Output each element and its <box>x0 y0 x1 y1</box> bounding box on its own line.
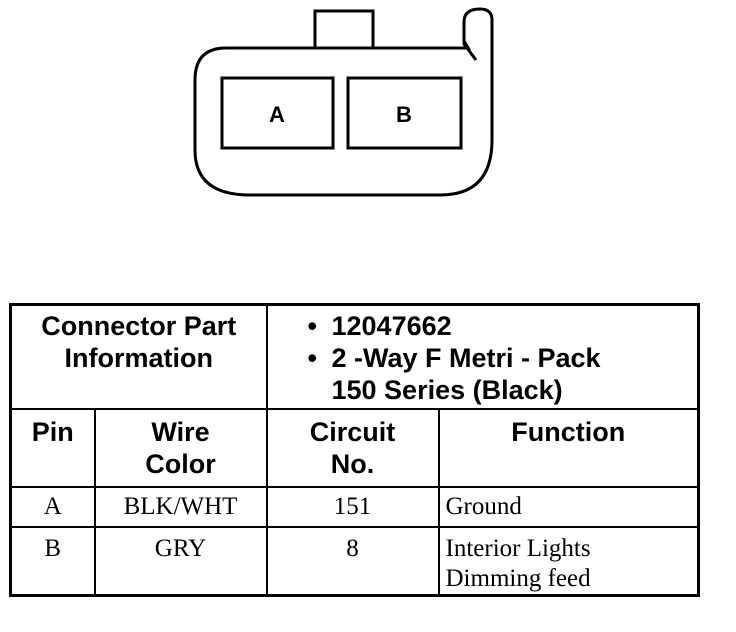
column-header-circuit-line1: Circuit <box>309 416 396 447</box>
part-description: • 2 -Way F Metri - Pack <box>308 342 698 374</box>
table-row: A BLK/WHT 151 Ground <box>9 485 700 528</box>
column-header-wire-color: Wire Color <box>93 407 268 488</box>
cavity-b-label: B <box>396 102 412 127</box>
connector-top-latch <box>313 9 375 48</box>
wire-color-cell: GRY <box>93 525 268 596</box>
bullet-icon: • <box>307 311 317 341</box>
part-number: • 12047662 <box>308 310 698 342</box>
connector-info-table: Connector Part Information • 12047662 • 2 … <box>9 303 701 597</box>
column-header-wire-color-line2: Color <box>145 448 216 479</box>
column-header-circuit-line2: No. <box>330 448 375 479</box>
cavity-a <box>220 76 335 150</box>
function-line2: Dimming feed <box>445 564 591 592</box>
table-row: B GRY 8 Interior Lights Dimming feed <box>9 525 700 596</box>
connector-face-diagram: A B <box>193 7 494 197</box>
function-line1: Interior Lights <box>445 534 591 562</box>
cavity-a-label: A <box>269 102 285 127</box>
bullet-icon: • <box>307 343 317 373</box>
part-info-label-line2: Information <box>64 343 214 373</box>
connector-hook-notch <box>463 39 471 51</box>
column-header-function-text: Function <box>511 416 626 447</box>
part-info-label: Connector Part Information <box>9 303 268 410</box>
circuit-cell: 8 <box>265 525 440 596</box>
pin-cell: A <box>9 485 96 528</box>
pin-cell: B <box>9 525 96 596</box>
wire-color-cell: BLK/WHT <box>93 485 268 528</box>
column-header-wire-color-line1: Wire <box>151 416 210 447</box>
part-description-line2: 150 Series (Black) <box>331 375 563 405</box>
circuit-cell: 151 <box>265 485 440 528</box>
connector-housing <box>193 46 494 197</box>
column-header-function: Function <box>437 407 700 488</box>
column-header-pin: Pin <box>9 407 96 488</box>
part-number-value: 12047662 <box>331 311 452 341</box>
column-header-circuit: Circuit No. <box>265 407 440 488</box>
part-info-details: • 12047662 • 2 -Way F Metri - Pack 150 Ser… <box>265 303 700 410</box>
function-cell: Interior Lights Dimming feed <box>437 525 700 596</box>
column-header-pin-text: Pin <box>31 416 74 447</box>
function-cell: Ground <box>437 485 700 528</box>
part-description-line1: 2 -Way F Metri - Pack <box>331 343 601 373</box>
function-line1: Ground <box>445 492 522 520</box>
cavity-b <box>346 76 463 150</box>
part-info-label-line1: Connector Part <box>41 311 237 341</box>
connector-hook <box>462 7 494 66</box>
